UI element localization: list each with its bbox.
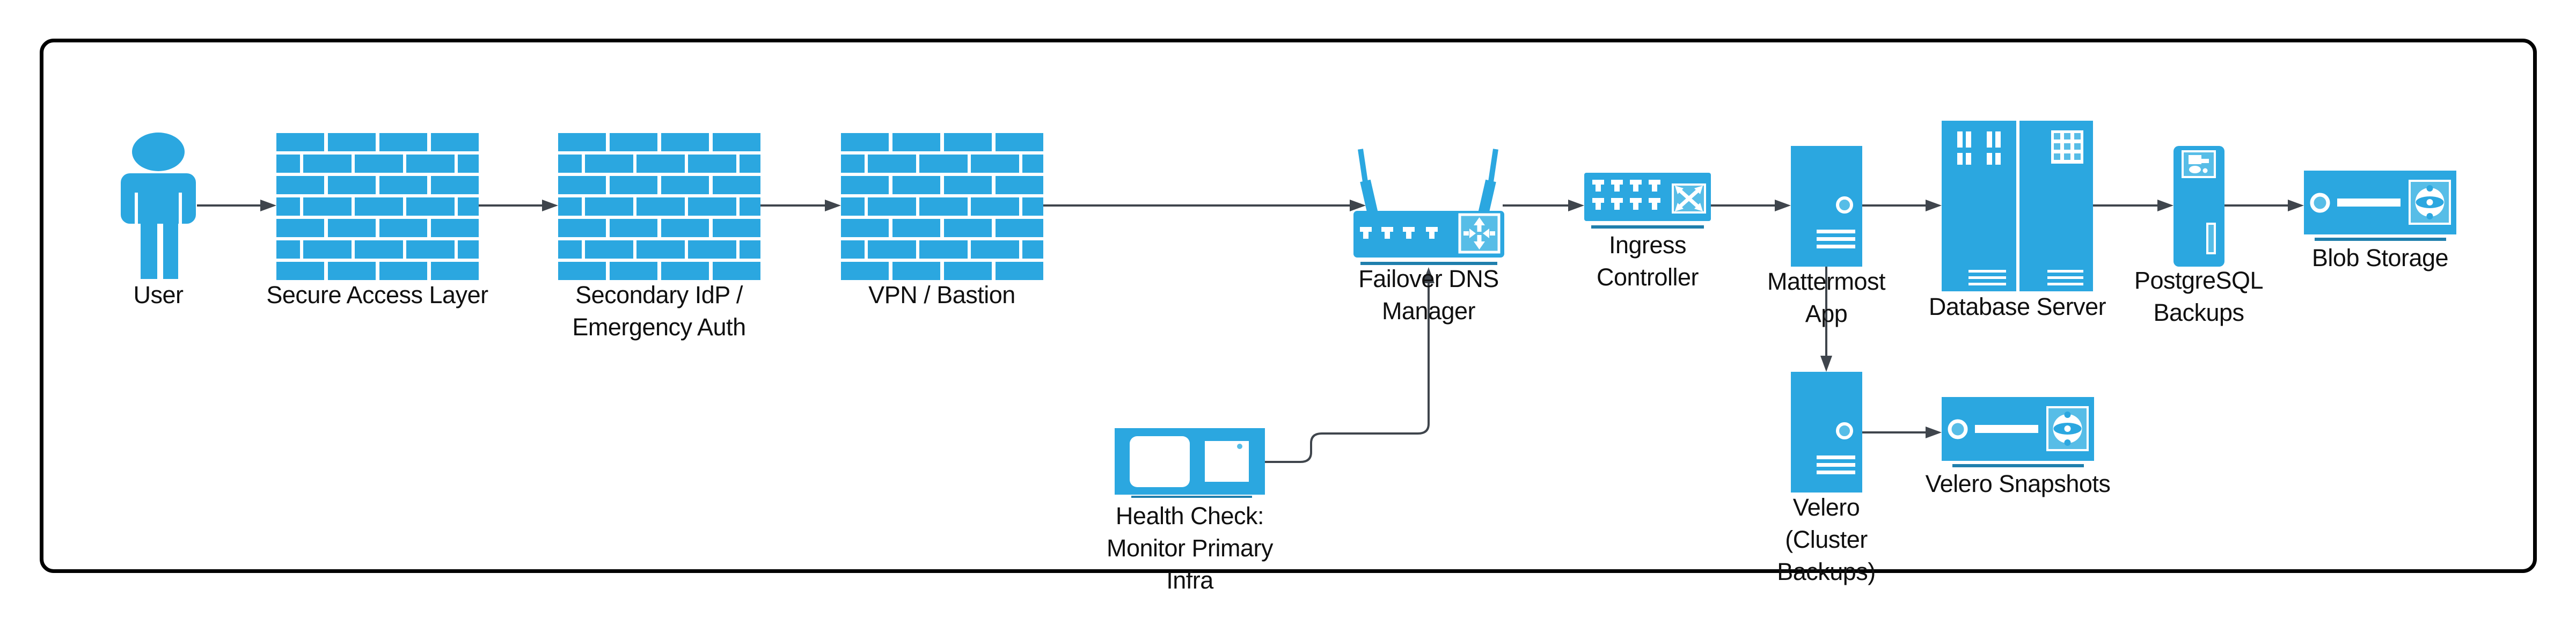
tower-pc-icon: [2174, 146, 2224, 267]
storage-device-icon: [1942, 397, 2094, 467]
node-failover-dns-manager: [1347, 142, 1508, 268]
node-label-line: (Cluster: [1785, 526, 1868, 553]
node-label-secure-access-layer: Secure Access Layer: [266, 279, 488, 311]
node-label-postgresql-backups: PostgreSQL Backups: [2134, 264, 2264, 329]
firewall-icon: [841, 133, 1043, 280]
node-label-line: Mattermost: [1767, 268, 1886, 295]
node-label-line: Emergency Auth: [572, 313, 746, 341]
node-label-secondary-idp: Secondary IdP / Emergency Auth: [572, 279, 746, 343]
node-label-line: Health Check:: [1115, 502, 1264, 530]
monitor-device-icon: [1115, 428, 1265, 498]
node-label-line: Database Server: [1928, 293, 2106, 320]
node-label-line: Velero: [1792, 494, 1860, 521]
node-label-line: User: [133, 281, 184, 308]
node-label-line: Manager: [1381, 297, 1476, 325]
node-secondary-idp: [558, 133, 760, 280]
node-vpn-bastion: [841, 133, 1043, 280]
node-mattermost-app: [1791, 146, 1862, 267]
node-label-line: Backups): [1777, 558, 1876, 585]
node-health-check: [1115, 428, 1265, 500]
firewall-icon: [276, 133, 479, 280]
node-secure-access-layer: [276, 133, 479, 280]
node-label-line: Blob Storage: [2311, 244, 2449, 271]
node-user: [121, 133, 196, 279]
node-label-failover-dns-manager: Failover DNS Manager: [1358, 263, 1499, 327]
node-label-line: Secondary IdP /: [575, 281, 743, 308]
node-label-database-server: Database Server: [1929, 291, 2106, 323]
node-blob-storage: [2304, 171, 2456, 243]
server-tower-icon: [1791, 372, 1862, 493]
wireless-router-icon: [1353, 149, 1504, 265]
diagram-frame: [40, 39, 2537, 573]
node-ingress-controller: [1584, 173, 1711, 232]
node-label-user: User: [133, 279, 184, 311]
node-label-line: Ingress: [1608, 231, 1687, 259]
server-rack-pair-icon: [1942, 121, 2093, 291]
node-velero-snapshots: [1942, 397, 2094, 469]
node-label-line: VPN / Bastion: [868, 281, 1015, 308]
node-label-vpn-bastion: VPN / Bastion: [868, 279, 1015, 311]
node-label-line: Monitor Primary: [1106, 534, 1274, 562]
node-label-blob-storage: Blob Storage: [2311, 242, 2449, 274]
node-label-velero-snapshots: Velero Snapshots: [1926, 468, 2111, 500]
node-label-line: Secure Access Layer: [266, 281, 488, 308]
node-label-line: Velero Snapshots: [1925, 470, 2111, 497]
node-label-line: App: [1805, 300, 1848, 327]
node-label-line: Controller: [1596, 263, 1699, 291]
server-tower-icon: [1791, 146, 1862, 267]
node-postgresql-backups: [2174, 146, 2224, 267]
node-database-server: [1942, 121, 2093, 291]
node-label-line: PostgreSQL: [2134, 267, 2264, 294]
node-label-line: Backups: [2153, 299, 2244, 326]
node-label-line: Infra: [1166, 567, 1213, 594]
person-icon: [121, 133, 196, 279]
firewall-icon: [558, 133, 760, 280]
storage-device-icon: [2304, 171, 2456, 241]
node-velero: [1791, 372, 1862, 493]
network-switch-icon: [1584, 173, 1711, 229]
node-label-line: Failover DNS: [1358, 265, 1499, 292]
